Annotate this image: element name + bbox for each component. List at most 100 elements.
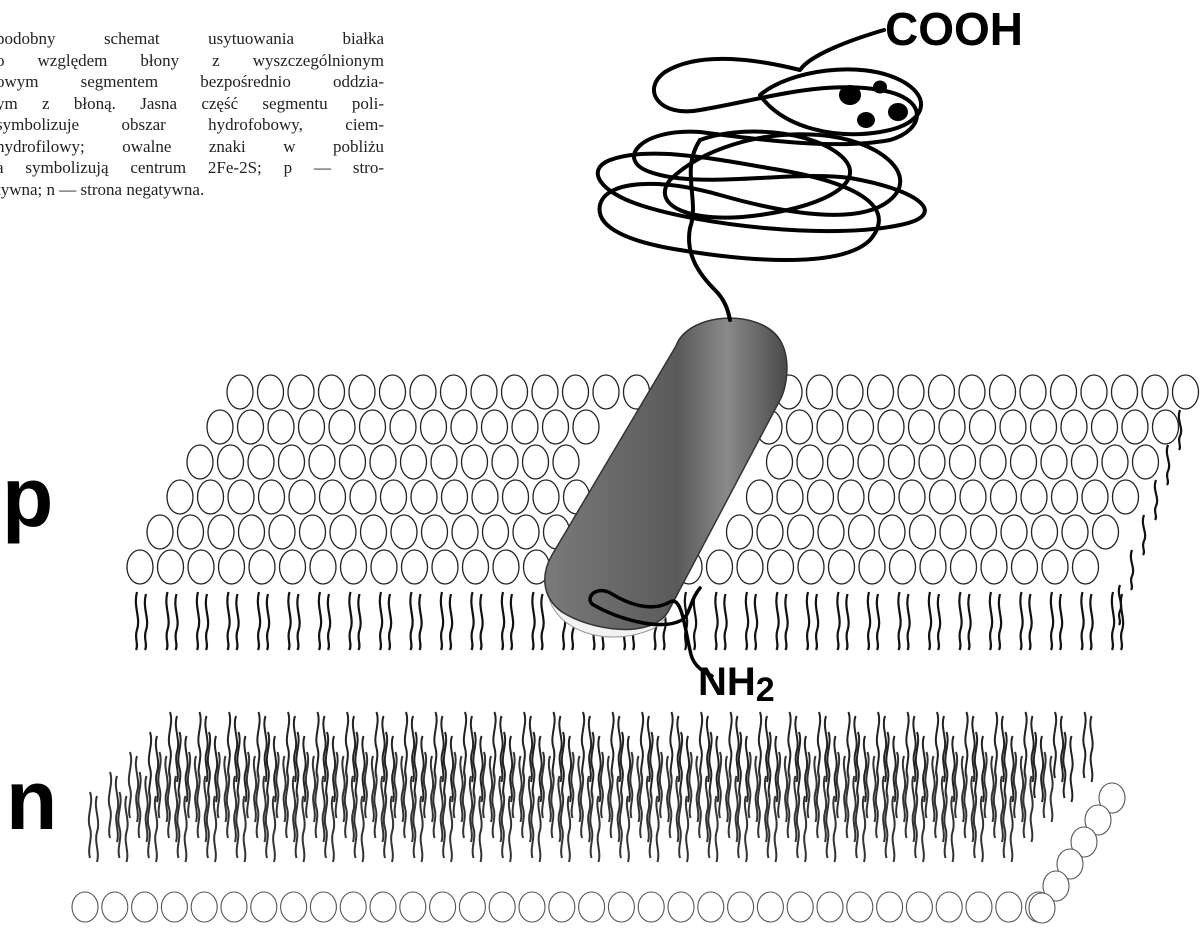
lipid-head [849, 515, 875, 549]
lipid-head [1081, 375, 1107, 409]
lipid-tail [158, 752, 167, 822]
lipid-head [638, 892, 664, 922]
lipid-tail [129, 752, 138, 822]
lipid-head [492, 445, 518, 479]
lipid-tail [433, 772, 442, 842]
lipid-tail [816, 594, 818, 650]
lipid-head [187, 445, 213, 479]
lipid-head [788, 515, 814, 549]
lipid-tail [375, 712, 384, 782]
lipid-tail [335, 752, 344, 822]
lipid-tail [944, 792, 953, 862]
lipid-head [340, 445, 366, 479]
lipid-head [493, 550, 519, 584]
lipid-head [422, 515, 448, 549]
lipid-head [289, 480, 315, 514]
lipid-tail [453, 752, 462, 822]
lipid-head [869, 480, 895, 514]
lipid-tail [256, 772, 265, 842]
lipid-head [1041, 445, 1067, 479]
lipid-tail [1024, 712, 1033, 782]
lipid-tail [610, 772, 619, 842]
lipid-head [132, 892, 158, 922]
lipid-tail [414, 732, 423, 802]
lipid-head [757, 515, 783, 549]
lipid-tail [502, 792, 511, 862]
lipid-head [727, 515, 753, 549]
lipid-head [198, 480, 224, 514]
lipid-tail [877, 712, 886, 782]
lipid-head [1032, 515, 1058, 549]
lipid-head [370, 445, 396, 479]
lipid-head [847, 892, 873, 922]
lipid-tail [915, 792, 924, 862]
lipid-tail [621, 732, 630, 802]
lipid-tail [857, 732, 866, 802]
lipid-tail [267, 594, 269, 650]
lipid-head [787, 892, 813, 922]
lipid-tail [994, 772, 1003, 842]
lipid-head [817, 892, 843, 922]
lipid-tail [247, 752, 256, 822]
lipid-tail [296, 732, 305, 802]
lipid-head [808, 480, 834, 514]
lipid-head [1092, 410, 1118, 444]
lipid-tail [385, 732, 394, 802]
lipid-tail [197, 772, 206, 842]
lipid-head [707, 550, 733, 584]
lipid-head [259, 480, 285, 514]
lipid-tail [1167, 445, 1169, 485]
lipid-tail [847, 712, 856, 782]
lipid-tail [746, 592, 748, 650]
lipid-tail [145, 594, 147, 650]
lipid-head [549, 892, 575, 922]
lipid-head [350, 480, 376, 514]
lipid-tail [316, 712, 325, 782]
lipid-head [310, 892, 336, 922]
lipid-head [503, 480, 529, 514]
lipid-tail [443, 792, 452, 862]
lipid-tail [785, 594, 787, 650]
lipid-tail [355, 732, 364, 802]
lipid-tail [1003, 792, 1012, 862]
lipid-head [966, 892, 992, 922]
lipid-tail [905, 772, 914, 842]
lipid-head [1052, 480, 1078, 514]
lipid-tail [1063, 732, 1072, 802]
lipid-head [1122, 410, 1148, 444]
lipid-tail [1143, 515, 1145, 555]
lipid-head [1113, 480, 1139, 514]
lipid-tail [788, 712, 797, 782]
lipid-head [452, 515, 478, 549]
lipid-head [258, 375, 284, 409]
lipid-tail [384, 792, 393, 862]
lipid-head [309, 445, 335, 479]
lipid-tail [846, 772, 855, 842]
lipid-tail [306, 752, 315, 822]
lipid-tail [562, 732, 571, 802]
lipid-tail [217, 752, 226, 822]
lipid-tail [724, 594, 726, 650]
lipid-tail [846, 594, 848, 650]
lipid-tail [450, 594, 452, 650]
lipid-head [859, 550, 885, 584]
lipid-head [1011, 445, 1037, 479]
lipid-tail [227, 592, 229, 650]
fe2s2-cluster [839, 81, 908, 129]
lipid-head [228, 480, 254, 514]
lipid-tail [552, 712, 561, 782]
lipid-tail [591, 732, 600, 802]
lipid-head [817, 410, 843, 444]
lipid-head [579, 892, 605, 922]
lipid-tail [349, 592, 351, 650]
lipid-head [519, 892, 545, 922]
lipid-tail [709, 732, 718, 802]
lipid-head [797, 445, 823, 479]
lipid-head [432, 550, 458, 584]
lipid-head [361, 515, 387, 549]
lipid-head [251, 892, 277, 922]
lipid-tail [680, 732, 689, 802]
lipid-tail [206, 594, 208, 650]
lipid-head [207, 410, 233, 444]
